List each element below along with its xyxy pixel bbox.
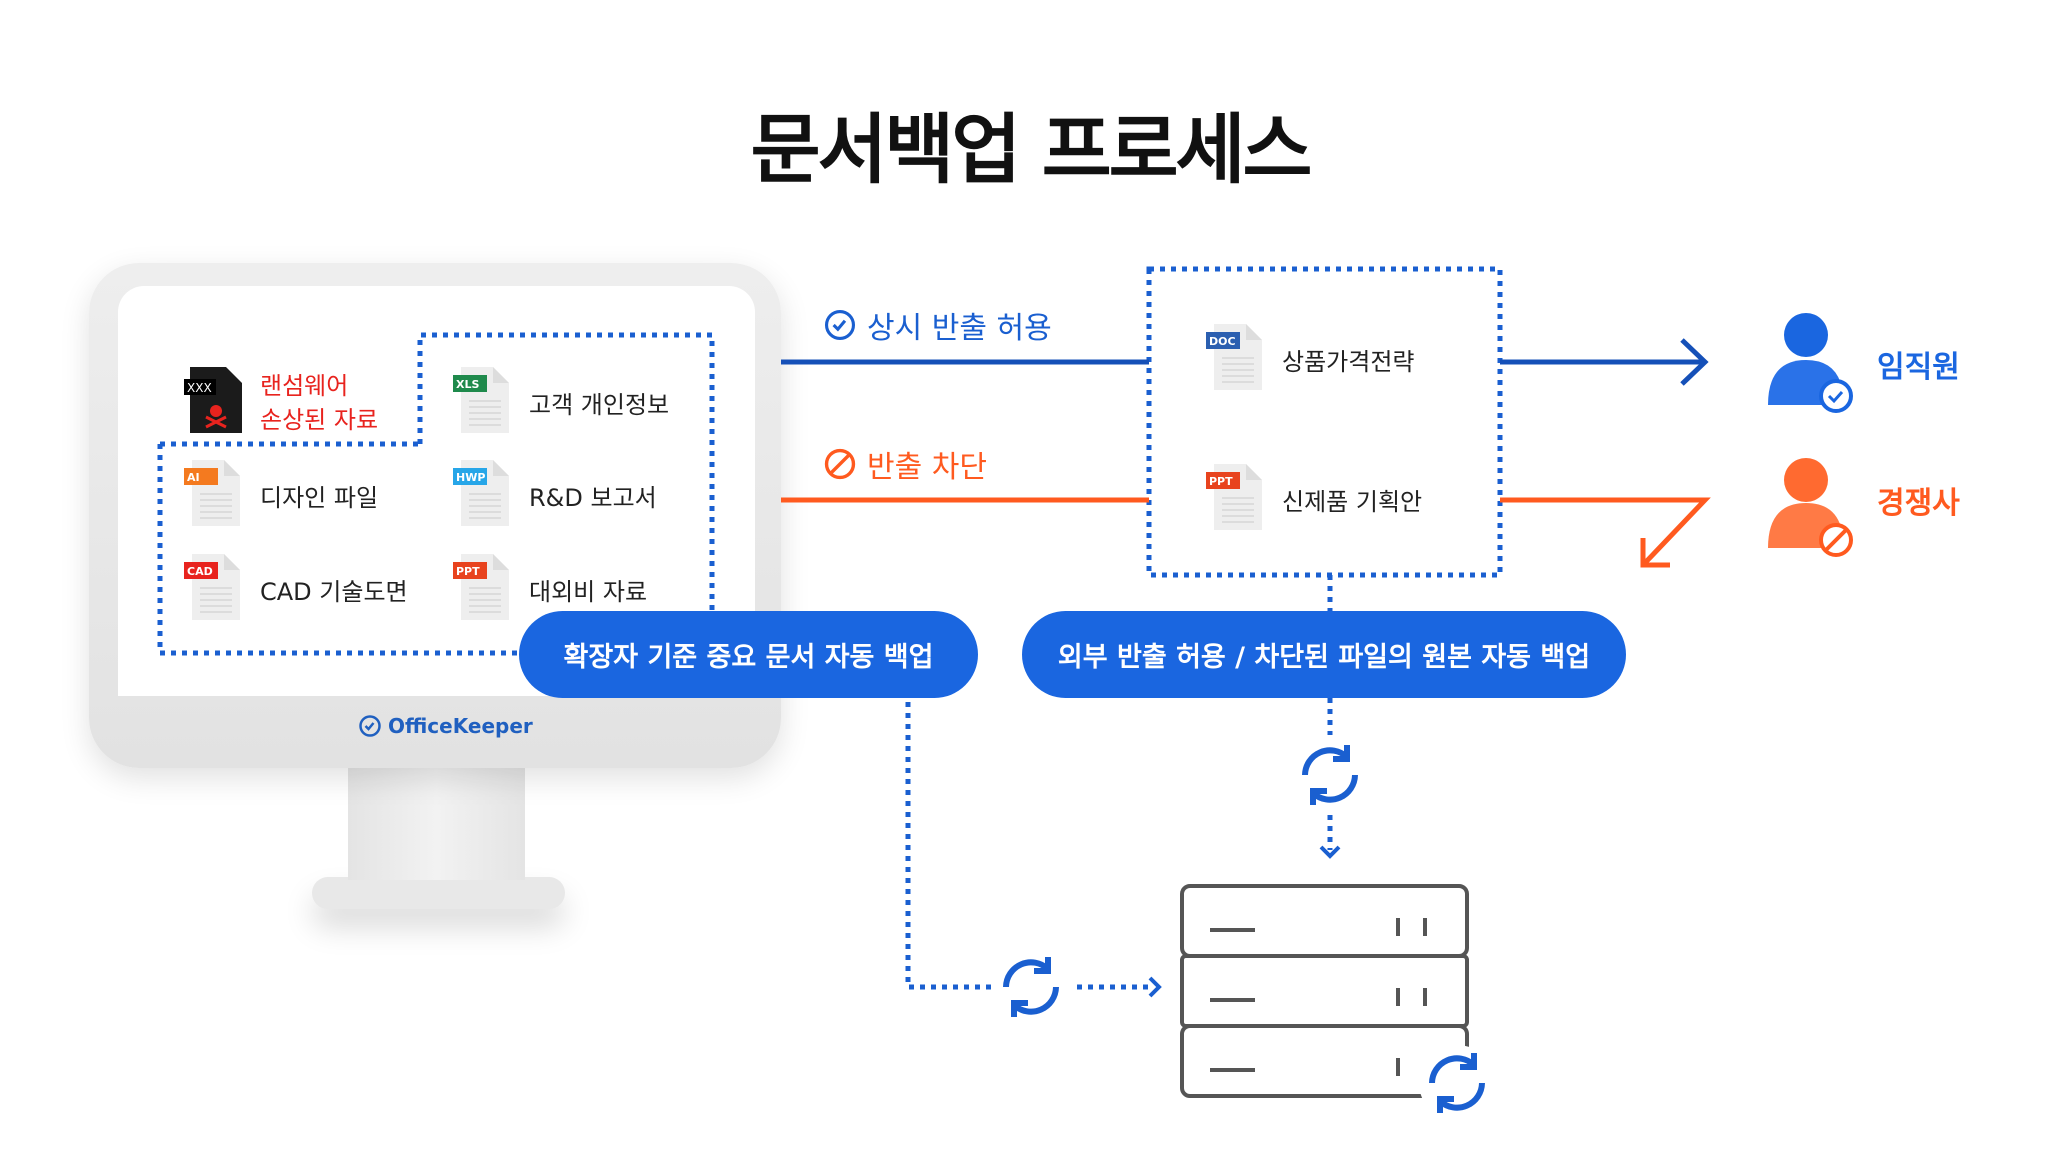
svg-text:HWP: HWP xyxy=(456,471,485,484)
blocked-arrow-icon xyxy=(1500,497,1711,568)
svg-text:CAD: CAD xyxy=(187,565,213,578)
file-label: 고객 개인정보 xyxy=(529,391,670,419)
origin-backup-pill: 외부 반출 허용 / 차단된 파일의 원본 자동 백업 xyxy=(1022,611,1626,698)
check-circle-icon xyxy=(824,309,856,341)
svg-text:PPT: PPT xyxy=(456,565,480,578)
file-ppt-icon: PPT xyxy=(1206,462,1266,536)
allow-label-text: 상시 반출 허용 xyxy=(867,311,1052,346)
file-ppt-icon: PPT xyxy=(453,552,513,626)
allow-label: 상시 반출 허용 xyxy=(823,303,1052,347)
important-files-dotted-area xyxy=(157,332,715,656)
sync-icon xyxy=(1003,957,1059,1017)
dotted-link-pill1-down xyxy=(905,702,995,990)
svg-text:PPT: PPT xyxy=(1209,475,1233,488)
svg-text:XXX: XXX xyxy=(187,381,212,395)
file-label: 상품가격전략 xyxy=(1282,348,1415,376)
svg-text:XLS: XLS xyxy=(456,378,479,391)
ransomware-file-icon: XXX xyxy=(184,365,244,439)
page-title: 문서백업 프로세스 xyxy=(750,105,1313,194)
file-cad-icon: CAD xyxy=(184,552,244,626)
brand-name: OfficeKeeper xyxy=(388,714,533,738)
file-xls-icon: XLS xyxy=(453,365,513,439)
sync-icon xyxy=(1429,1053,1485,1113)
officekeeper-logo: OfficeKeeper xyxy=(358,714,533,738)
exported-files-dotted-area xyxy=(1146,266,1503,578)
competitor-label: 경쟁사 xyxy=(1877,486,1960,521)
ransomware-label-line2: 손상된 자료 xyxy=(260,406,379,434)
arrow-to-employee-icon xyxy=(1500,338,1709,386)
prohibited-icon xyxy=(824,448,856,480)
file-label: CAD 기술도면 xyxy=(260,578,408,606)
employee-icon xyxy=(1768,313,1853,413)
file-doc-icon: DOC xyxy=(1206,322,1266,396)
block-label-text: 반출 차단 xyxy=(867,450,987,485)
svg-text:DOC: DOC xyxy=(1209,335,1236,348)
file-hwp-icon: HWP xyxy=(453,458,513,532)
competitor-icon xyxy=(1768,458,1853,557)
ransomware-label-line1: 랜섬웨어 xyxy=(260,372,349,400)
svg-text:AI: AI xyxy=(187,471,200,484)
employee-label: 임직원 xyxy=(1877,350,1960,385)
arrowhead-icon xyxy=(1148,976,1162,998)
monitor-stand xyxy=(348,768,525,880)
ransomware-label: 랜섬웨어 손상된 자료 xyxy=(260,369,378,437)
file-label: 신제품 기획안 xyxy=(1282,488,1423,516)
arrowhead-icon xyxy=(1319,845,1341,859)
file-label: 대외비 자료 xyxy=(529,578,648,606)
sync-icon xyxy=(1302,745,1358,805)
monitor-base xyxy=(312,877,565,909)
extension-backup-pill: 확장자 기준 중요 문서 자동 백업 xyxy=(519,611,978,698)
file-label: 디자인 파일 xyxy=(260,484,379,512)
check-circle-icon xyxy=(359,715,381,737)
file-ai-icon: AI xyxy=(184,458,244,532)
file-label: R&D 보고서 xyxy=(529,484,657,512)
block-label: 반출 차단 xyxy=(823,442,987,486)
backup-server xyxy=(1180,884,1469,1098)
